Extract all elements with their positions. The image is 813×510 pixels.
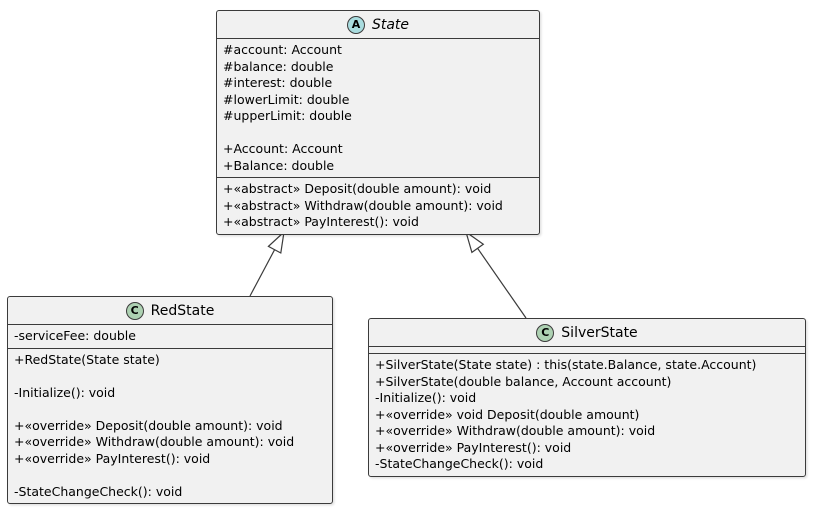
member-line: #account: Account [223,42,342,57]
abstract-class-icon: A [346,15,365,34]
member-line: +SilverState(double balance, Account acc… [375,373,672,389]
member-line: +«override» void Deposit(double amount) [375,406,640,422]
inheritance-arrowhead [464,230,485,254]
member-line: #balance: double [223,58,334,74]
inheritance-arrow-redstate-to-state [249,230,285,297]
class-box-redstate: C RedState -serviceFee: double +RedState… [7,296,333,504]
class-name-redstate: RedState [150,302,215,319]
member-line: +Account: Account [223,141,343,156]
class-silverstate-fields-compartment [369,346,805,353]
class-state-header: A State [217,11,539,38]
member-line: -StateChangeCheck(): void [375,456,544,471]
member-line [14,401,328,418]
member-line: #upperLimit: double [223,108,352,123]
member-line: +SilverState(State state) : this(state.B… [375,357,757,372]
class-name-state: State [371,16,410,33]
member-line: +«abstract» Deposit(double amount): void [223,181,492,196]
class-icon: C [125,301,144,320]
member-line: +«override» Withdraw(double amount): voi… [375,423,656,438]
class-redstate-fields-compartment: -serviceFee: double [8,324,332,348]
class-silverstate-header: C SilverState [369,319,805,346]
member-line: -Initialize(): void [14,384,116,400]
class-state-fields-compartment: #account: Account#balance: double#intere… [217,38,539,177]
member-line: +«abstract» PayInterest(): void [223,214,419,229]
member-line: +«override» PayInterest(): void [375,439,572,455]
member-line: -serviceFee: double [14,328,136,343]
class-redstate-header: C RedState [8,297,332,324]
member-line: +RedState(State state) [14,351,160,367]
class-name-silverstate: SilverState [561,324,638,341]
member-line: #interest: double [223,75,333,90]
member-line: +«abstract» Withdraw(double amount): voi… [223,197,503,213]
member-line: -Initialize(): void [375,390,477,405]
member-line [14,467,328,484]
class-redstate-methods-compartment: +RedState(State state) -Initialize(): voi… [8,347,332,504]
class-icon: C [536,323,555,342]
member-line: -StateChangeCheck(): void [14,483,183,499]
member-line: #lowerLimit: double [223,91,350,107]
class-box-state: A State #account: Account#balance: doubl… [216,10,540,235]
class-state-methods-compartment: +«abstract» Deposit(double amount): void… [217,177,539,234]
member-line: +«override» Withdraw(double amount): voi… [14,434,295,449]
member-line: +«override» Deposit(double amount): void [14,417,283,433]
inheritance-arrowhead [267,230,285,254]
class-box-silverstate: C SilverState +SilverState(State state) … [368,318,806,477]
inheritance-arrow-silverstate-to-state [464,230,527,319]
member-line: +«override» PayInterest(): void [14,450,211,466]
member-line: +Balance: double [223,157,335,173]
member-line [223,125,535,142]
class-silverstate-methods-compartment: +SilverState(State state) : this(state.B… [369,353,805,476]
member-line [14,368,328,385]
